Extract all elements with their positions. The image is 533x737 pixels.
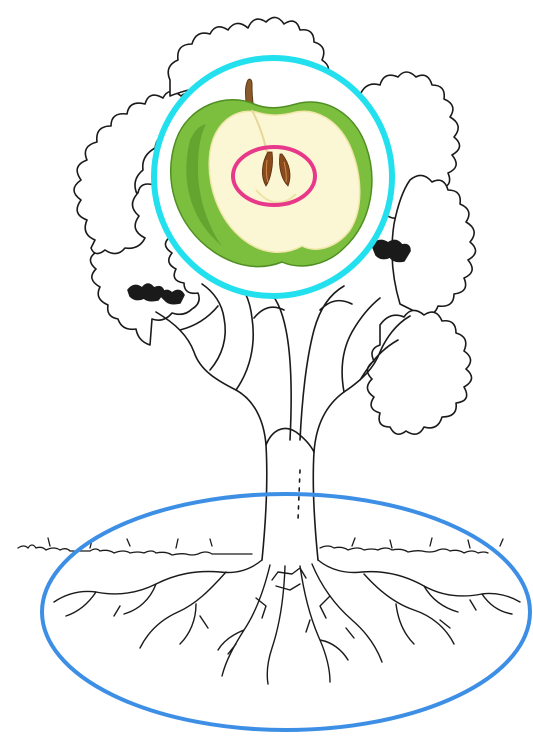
apple-callout	[154, 58, 392, 296]
tree-trunk-branches	[156, 278, 410, 560]
tree-roots	[54, 560, 520, 684]
